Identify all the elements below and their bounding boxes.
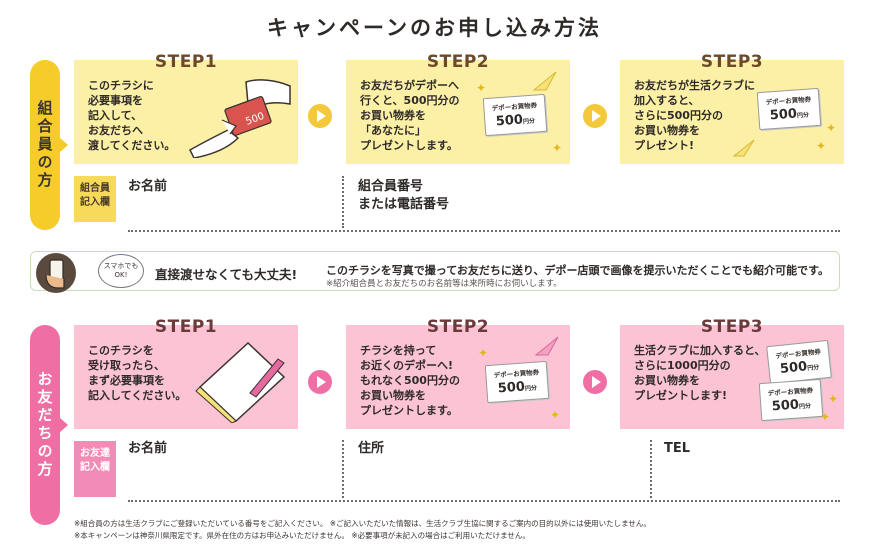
sparkle-icon: ✦ (552, 141, 563, 155)
step-text: お友だちがデポーへ 行くと、500円分の お買い物券を 「あなたに」 プレゼント… (360, 79, 460, 152)
member-name-field[interactable]: お名前 (128, 179, 168, 194)
friend-name-field[interactable]: お名前 (128, 441, 168, 456)
step-label: STEP1 (154, 317, 218, 337)
paper-plane-icon (534, 336, 559, 356)
hands-exchange-icon: 500 (189, 79, 291, 158)
step-text: このチラシを 受け取ったら、 まず必要事項を 記入してください。 (88, 344, 187, 402)
footnote: ※組合員の方は生活クラブにご登録いただいている番号をご記入ください。 ※ご記入い… (74, 519, 651, 528)
sparkle-icon: ✦ (826, 121, 837, 135)
sparkle-icon: ✦ (476, 81, 487, 95)
coupon-image: デポーお買物券 500円分 (758, 378, 824, 422)
member-step3: STEP3 お友だちが生活クラブに 加入すると、 さらに500円分の お買い物券… (620, 52, 844, 164)
notice-subtext: ※紹介組合員とお友だちのお名前等は来所時にお伺いします。 (326, 279, 562, 289)
friend-step3: STEP3 生活クラブに加入すると、 さらに1000円分の お買い物券を プレゼ… (620, 317, 844, 429)
coupon-image: デポーお買物券 500円分 (766, 339, 832, 385)
arrow-right-icon (308, 104, 332, 128)
coupon-image: デポーお買物券 500円分 (756, 87, 822, 131)
step-text: 生活クラブに加入すると、 さらに1000円分の お買い物券を プレゼントします! (634, 344, 766, 402)
notice-box (30, 251, 840, 291)
page-title: キャンペーンのお申し込み方法 (267, 16, 602, 40)
step-label: STEP1 (154, 52, 218, 72)
member-number-field[interactable]: 組合員番号 または電話番号 (358, 179, 450, 212)
step-label: STEP3 (700, 317, 764, 337)
step-text: お友だちが生活クラブに 加入すると、 さらに500円分の お買い物券を プレゼン… (634, 79, 755, 152)
sparkle-icon: ✦ (478, 346, 489, 360)
friend-tel-field[interactable]: TEL (664, 441, 691, 456)
paper-plane-icon (532, 71, 557, 91)
divider (342, 176, 344, 228)
divider (128, 230, 840, 232)
friend-step1: STEP1 このチラシを 受け取ったら、 まず必要事項を 記入してください。 (74, 317, 298, 429)
step-label: STEP2 (426, 52, 490, 72)
friend-step2: STEP2 チラシを持って お近くのデポーへ! もれなく500円分の お買い物券… (346, 317, 570, 429)
arrow-right-icon (583, 370, 607, 394)
friend-tab: お友だちの方 (30, 325, 68, 525)
paper-plane-icon (732, 139, 755, 157)
arrow-right-icon (583, 104, 607, 128)
sparkle-icon: ✦ (820, 410, 831, 424)
notice-text: このチラシを写真で撮ってお友だちに送り、デポー店頭で画像を提示いただくことでも紹… (326, 264, 830, 277)
divider (650, 440, 652, 498)
sparkle-icon: ✦ (550, 408, 561, 422)
friend-field-label: お友達 記入欄 (74, 441, 116, 497)
sparkle-icon: ✦ (816, 139, 827, 153)
notice-heading: 直接渡せなくても大丈夫! (155, 267, 298, 282)
arrow-right-icon (308, 370, 332, 394)
member-tab: 組合員の方 (30, 60, 68, 230)
sparkle-icon: ✦ (828, 392, 839, 406)
notebook-pen-icon (195, 341, 286, 423)
step-label: STEP2 (426, 317, 490, 337)
member-step2: STEP2 お友だちがデポーへ 行くと、500円分の お買い物券を 「あなたに」… (346, 52, 570, 164)
divider (342, 440, 344, 498)
step-text: このチラシに 必要事項を 記入して、 お友だちへ 渡してください。 (88, 79, 176, 152)
step-text: チラシを持って お近くのデポーへ! もれなく500円分の お買い物券を プレゼン… (360, 344, 460, 417)
speech-bubble: スマホでも OK! (98, 254, 144, 288)
coupon-image: デポーお買物券 500円分 (484, 360, 550, 404)
coupon-image: デポーお買物券 500円分 (482, 93, 548, 137)
divider (128, 500, 840, 502)
step-label: STEP3 (700, 52, 764, 72)
friend-address-field[interactable]: 住所 (358, 441, 385, 456)
member-field-label: 組合員 記入欄 (74, 176, 116, 222)
smartphone-hand-icon (36, 253, 76, 293)
member-step1: STEP1 このチラシに 必要事項を 記入して、 お友だちへ 渡してください。 … (74, 52, 298, 164)
footnote: ※本キャンペーンは神奈川県限定です。県外在住の方はお申込みいただけません。 ※必… (74, 531, 530, 540)
